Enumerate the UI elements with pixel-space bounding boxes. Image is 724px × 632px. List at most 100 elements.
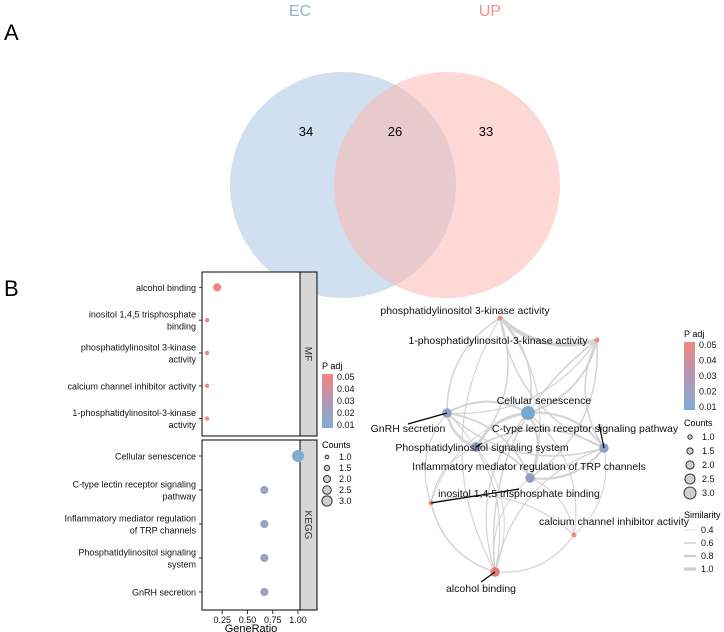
y-tick-label: system (167, 560, 196, 570)
dot-point (260, 485, 269, 495)
colorbar-tick-label: 0.01 (699, 402, 717, 412)
network-padj-colorbar (684, 342, 695, 410)
dot-point (260, 519, 269, 529)
x-tick-label: 0.75 (264, 615, 282, 625)
network-edge (430, 502, 496, 573)
y-tick-label: calcium channel inhibitor activity (67, 381, 196, 391)
venn-diagram: EC UP 34 26 33 (230, 3, 560, 298)
network-node-label: inositol 1,4,5 trisphosphate binding (438, 488, 600, 500)
venn-circle-up (334, 72, 560, 298)
panel-label-a: A (4, 20, 19, 45)
venn-count-shared: 26 (388, 124, 402, 139)
facet-panel-mf (201, 271, 301, 437)
counts-legend-items: 1.01.52.02.53.0 (321, 452, 352, 507)
network-edge (485, 412, 529, 573)
network-labels: phosphatidylinositol 3-kinase activity1-… (371, 305, 690, 595)
network-node (594, 337, 600, 343)
padj-colorbar (322, 374, 333, 428)
facet-strip-label-mf: MF (302, 347, 313, 361)
size-legend-label: 2.5 (339, 485, 352, 495)
size-legend-circle (323, 464, 331, 472)
network-node (497, 315, 503, 321)
network-edge (494, 447, 605, 573)
y-tick-label: inositol 1,4,5 trisphosphate (89, 310, 196, 320)
colorbar-tick-label: 0.03 (699, 371, 717, 381)
network-edge (492, 339, 598, 573)
network-node-label: Cellular senescence (497, 395, 592, 407)
y-tick-label: binding (167, 322, 196, 332)
network-node (525, 473, 535, 483)
colorbar-tick-label: 0.02 (337, 408, 355, 418)
network-node-label: alcohol binding (446, 583, 516, 595)
network-edge (475, 446, 505, 573)
y-tick-label: alcohol binding (136, 283, 196, 293)
network-edge (498, 316, 598, 347)
label-leader-line (480, 571, 496, 583)
size-legend-circle (685, 460, 695, 470)
size-legend-circle (321, 495, 333, 507)
size-legend-circle (324, 454, 330, 460)
size-legend-circle (323, 475, 331, 483)
network-edge (527, 411, 605, 449)
y-tick-label: activity (168, 355, 196, 365)
network-node (521, 406, 535, 420)
network-node-label: GnRH secretion (371, 423, 446, 435)
y-tick-label: phosphatidylinositol 3-kinase (81, 343, 196, 353)
similarity-legend-label: 1.0 (701, 564, 714, 574)
size-legend-circle (684, 473, 696, 485)
dot-point (213, 283, 222, 292)
y-tick-label: Phosphatidylinositol signaling (78, 548, 196, 558)
similarity-legend-label: 0.6 (701, 538, 714, 548)
network-edge (494, 534, 575, 573)
size-legend-label: 1.0 (339, 452, 352, 462)
x-tick-label: 0.25 (213, 615, 231, 625)
network-node-label: Phosphatidylinositol signaling system (395, 442, 569, 454)
dot-point (204, 318, 210, 323)
colorbar-tick-label: 0.05 (699, 340, 717, 350)
x-axis-title: GeneRatio (225, 623, 278, 632)
y-tick-label: pathway (162, 492, 196, 502)
network-node (571, 532, 577, 538)
dot-point (204, 350, 210, 356)
network-edge (475, 428, 605, 449)
dot-plot-marks: alcohol binding inositol 1,4,5 trisphosph… (64, 283, 304, 598)
facet-strip-mf (299, 271, 318, 437)
network-counts-legend-title: Counts (684, 418, 713, 428)
size-legend-label: 1.5 (702, 446, 715, 456)
facet-strip-label-kegg: KEGG (302, 511, 313, 540)
size-legend-circle (322, 485, 332, 495)
size-legend-label: 2.0 (702, 460, 715, 470)
y-tick-label: Cellular senescence (115, 452, 196, 462)
colorbar-tick-label: 0.03 (337, 396, 355, 406)
similarity-legend: Similarity 0.40.60.81.0 (684, 510, 721, 574)
network-padj-legend-ticks: 0.05 0.04 0.03 0.02 0.01 (699, 340, 717, 412)
colorbar-tick-label: 0.04 (699, 356, 717, 366)
label-leader-line (598, 423, 605, 449)
padj-legend-ticks: 0.050.040.030.020.01 (337, 372, 355, 430)
network-node-label: phosphatidylinositol 3-kinase activity (380, 305, 550, 317)
label-leader-line (407, 412, 448, 425)
y-tick-label: Inflammatory mediator regulation (64, 514, 196, 524)
network-edge (527, 412, 577, 536)
network-node-label: calcium channel inhibitor activity (539, 516, 690, 528)
venn-count-ec-only: 34 (299, 124, 313, 139)
network-edge (529, 477, 575, 536)
dot-point (260, 587, 269, 597)
padj-legend-title: P adj (322, 361, 342, 371)
network-edge (446, 412, 501, 573)
network-edge (424, 412, 448, 504)
enrichment-network: phosphatidylinositol 3-kinase activity1-… (371, 305, 721, 595)
label-leader-line (430, 488, 520, 504)
network-edges (424, 316, 607, 573)
similarity-legend-title: Similarity (684, 510, 721, 520)
similarity-legend-label: 0.4 (701, 525, 714, 535)
colorbar-tick-label: 0.02 (699, 387, 717, 397)
network-node-label: Inflammatory mediator regulation of TRP … (412, 461, 646, 473)
size-legend-label: 3.0 (339, 496, 352, 506)
panel-label-b: B (4, 276, 19, 301)
network-edge (573, 447, 607, 536)
network-counts-legend: Counts 1.01.52.02.53.0 (683, 418, 715, 500)
network-node-label: C-type lectin receptor signaling pathway (492, 423, 679, 435)
network-edge (529, 447, 605, 480)
